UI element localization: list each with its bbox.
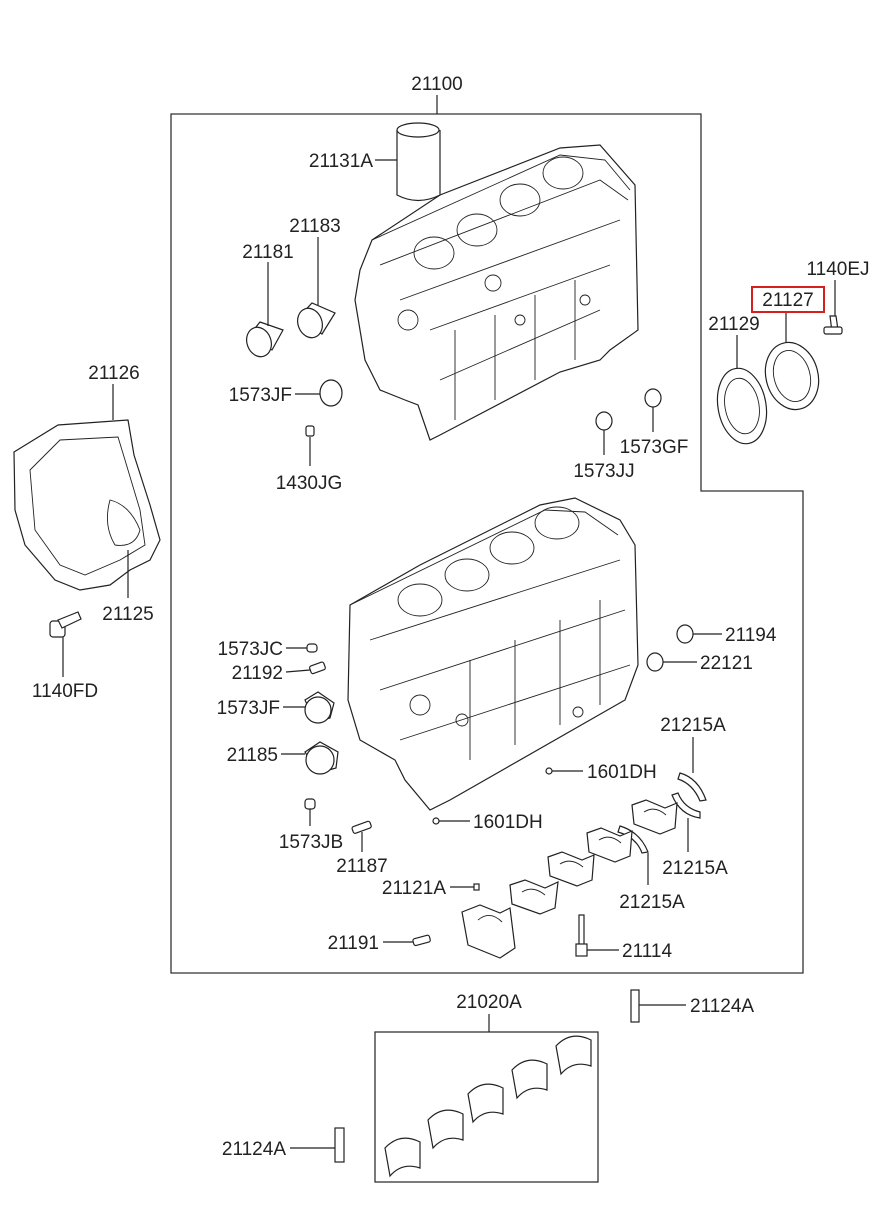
label-21126: 21126 <box>88 363 139 384</box>
label-21131a: 21131A <box>309 151 373 172</box>
label-1573jf-top: 1573JF <box>229 385 292 406</box>
bearing-cap-1 <box>461 904 516 959</box>
shim-21124a-2 <box>334 1127 345 1163</box>
label-21125: 21125 <box>102 604 153 625</box>
bushing-21181 <box>246 321 284 358</box>
bearing-cap-2 <box>509 879 559 915</box>
label-1140ej: 1140EJ <box>806 259 869 280</box>
label-1573jb: 1573JB <box>279 832 343 853</box>
cylinder-block-lower <box>347 497 639 811</box>
label-1573gf: 1573GF <box>620 437 689 458</box>
label-1430jg: 1430JG <box>276 473 343 494</box>
label-21183: 21183 <box>289 216 340 237</box>
label-21215a-1: 21215A <box>660 715 726 736</box>
cylinder-block-upper <box>354 144 639 441</box>
pin-1430jg <box>305 425 315 437</box>
bushing-21183 <box>297 302 336 339</box>
group-frame-21100 <box>170 113 804 974</box>
pin-21121a <box>473 883 480 891</box>
label-21187: 21187 <box>336 856 387 877</box>
label-21185: 21185 <box>227 745 278 766</box>
label-1573jc: 1573JC <box>218 639 284 660</box>
plug-1573jj <box>595 411 613 431</box>
plug-1573jf-top <box>319 379 343 407</box>
label-22121: 22121 <box>700 653 753 674</box>
label-21129: 21129 <box>708 314 759 335</box>
pin-21192 <box>309 661 326 675</box>
label-21181: 21181 <box>242 242 293 263</box>
label-21215a-2: 21215A <box>662 858 728 879</box>
leader-lines <box>62 95 836 1149</box>
shim-21124a-1 <box>630 989 640 1023</box>
pin-21191 <box>412 934 431 947</box>
plug-21194 <box>676 624 694 644</box>
label-21020a: 21020A <box>456 992 522 1013</box>
label-21192: 21192 <box>232 663 283 684</box>
bearing-cap-5 <box>631 799 678 835</box>
plug-1573jb <box>304 798 316 810</box>
label-1573jf-mid: 1573JF <box>217 698 280 719</box>
highlight-box-21127 <box>751 286 825 313</box>
pin-21187 <box>351 820 372 834</box>
label-1573jj: 1573JJ <box>573 461 634 482</box>
gasket-21129 <box>716 367 768 445</box>
plug-1573jc <box>306 643 318 653</box>
oil-seal-21127 <box>764 341 820 411</box>
bushing-1573jf-mid <box>304 691 335 724</box>
bolt-1140ej <box>823 315 843 335</box>
bolt-1140fd <box>49 611 82 638</box>
label-21100: 21100 <box>411 74 462 95</box>
label-1601dh-1: 1601DH <box>587 762 657 783</box>
plug-1573gf <box>644 388 662 408</box>
cap-bolt-21114 <box>575 914 588 957</box>
bearing-cap-3 <box>547 851 595 887</box>
label-1140fd: 1140FD <box>32 681 98 702</box>
front-plate-21126 <box>13 419 161 591</box>
label-21127: 21127 <box>762 290 813 311</box>
label-21121a: 21121A <box>382 878 446 899</box>
label-21191: 21191 <box>328 933 379 954</box>
label-1601dh-2: 1601DH <box>473 812 543 833</box>
part-labels: 21100 21131A 21183 21181 1573JF 1430JG 1… <box>32 74 870 1160</box>
bearing-shells <box>384 1035 592 1178</box>
thrust-washer-1 <box>677 772 707 802</box>
label-21114: 21114 <box>622 941 672 962</box>
label-21215a-3: 21215A <box>619 892 685 913</box>
label-21194: 21194 <box>725 625 777 646</box>
label-21124a-2: 21124A <box>222 1139 286 1160</box>
dowel-1601dh-1 <box>545 767 553 775</box>
label-21124a-1: 21124A <box>690 996 754 1017</box>
thrust-washer-2 <box>671 792 701 819</box>
bearing-cap-4 <box>586 827 633 863</box>
dowel-1601dh-2 <box>432 817 440 825</box>
cylinder-liner <box>396 122 441 202</box>
group-frame-21020A <box>374 1031 599 1183</box>
bushing-21185 <box>304 741 339 775</box>
plug-22121 <box>646 652 664 672</box>
